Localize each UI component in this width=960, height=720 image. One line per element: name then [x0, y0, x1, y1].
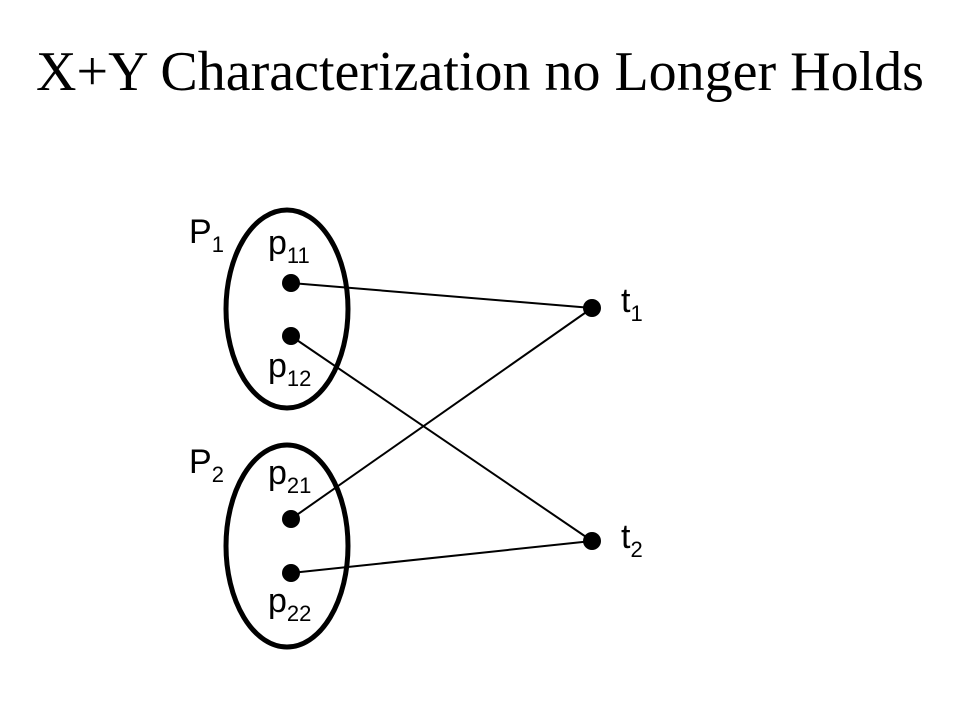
group-ellipse-p1: [223, 207, 351, 411]
node-p11: [282, 274, 300, 292]
group-ellipse-p2: [223, 442, 351, 650]
node-p21: [282, 510, 300, 528]
group-label-p1: P1: [189, 213, 224, 257]
group-label-p2: P2: [189, 443, 224, 487]
edge-p21-t1: [290, 307, 593, 520]
slide-title: X+Y Characterization no Longer Holds: [36, 41, 924, 103]
node-label-t1: t1: [621, 282, 643, 326]
node-label-p11: p11: [268, 224, 310, 268]
edge-p11-t1: [290, 282, 593, 309]
node-label-t2: t2: [621, 518, 643, 562]
node-label-p21: p21: [268, 454, 311, 498]
node-t2: [583, 532, 601, 550]
node-p22: [282, 564, 300, 582]
node-label-p12: p12: [268, 347, 311, 391]
node-label-p22: p22: [268, 582, 311, 626]
node-t1: [583, 299, 601, 317]
node-p12: [282, 327, 300, 345]
edge-p22-t2: [290, 540, 593, 574]
edge-p12-t2: [290, 335, 593, 542]
